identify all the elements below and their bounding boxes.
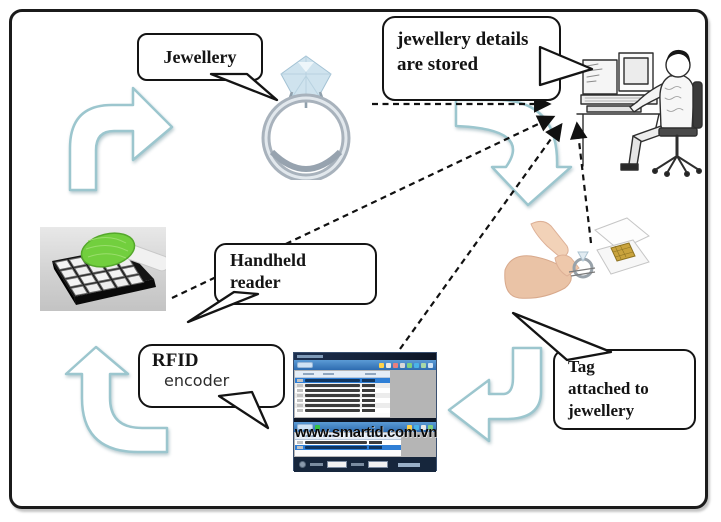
status-input[interactable]: [327, 461, 347, 468]
bubble-line: Tag: [568, 357, 595, 376]
bubble-line: reader: [230, 271, 281, 292]
handheld-reader-icon: [80, 232, 166, 272]
toolbar-icon[interactable]: [393, 362, 398, 368]
table-row[interactable]: [295, 393, 390, 398]
toolbar-icon[interactable]: [414, 424, 419, 430]
window-title-strip: [297, 355, 323, 358]
tag-attachment-photo: [503, 210, 651, 314]
table-row[interactable]: [295, 398, 390, 403]
toolbar-icon[interactable]: [407, 362, 412, 368]
hands-with-ring-and-tag-icon: [503, 210, 651, 314]
software-toolbar-bottom: [294, 422, 436, 432]
bubble-line: attached to: [568, 379, 649, 399]
toolbar-icon[interactable]: [386, 362, 391, 368]
speech-bubble-details-stored: jewellery details are stored: [382, 16, 561, 101]
speech-bubble-jewellery: Jewellery: [137, 33, 263, 81]
panel-divider: [294, 418, 436, 422]
toolbar-icon[interactable]: [379, 362, 384, 368]
software-panel-bottom: [294, 432, 436, 457]
status-text-block: [398, 462, 420, 467]
speech-bubble-handheld-reader: Handheld reader: [214, 243, 377, 305]
status-input[interactable]: [368, 461, 388, 468]
table-row[interactable]: [295, 388, 390, 393]
diamond-ring-icon: [261, 55, 351, 183]
toolbar-icons: [379, 362, 433, 368]
tag-tray-photo: [40, 227, 166, 311]
table-row[interactable]: [295, 383, 390, 388]
person-at-computer-icon: [576, 49, 703, 177]
speech-bubble-rfid-encoder: RFID encoder: [138, 344, 285, 408]
toolbar-icon[interactable]: [414, 362, 419, 368]
rfid-software-screenshot: www.smartid.com.vn: [293, 352, 438, 472]
status-field-label: [351, 463, 364, 466]
rfid-tray-and-reader-icon: [40, 227, 166, 311]
toolbar-icon[interactable]: [400, 362, 405, 368]
toolbar-icon[interactable]: [407, 424, 412, 430]
software-panel-top: [294, 370, 436, 418]
table-row[interactable]: [295, 408, 390, 413]
bubble-line: are stored: [397, 54, 479, 76]
check-icon: [315, 424, 320, 430]
write-button[interactable]: [297, 424, 313, 430]
toolbar-icons: [407, 424, 433, 430]
bubble-line: Handheld: [230, 250, 307, 270]
bubble-subtitle: encoder: [164, 371, 230, 390]
operator-photo: [575, 40, 713, 182]
status-field-label: [310, 463, 323, 466]
ring-photo: [252, 48, 360, 183]
software-statusbar: [294, 457, 436, 472]
tag-list-table: [295, 371, 390, 417]
status-indicator-icon: [299, 461, 306, 468]
bubble-line: jewellery details: [397, 29, 529, 50]
toolbar-icon[interactable]: [428, 362, 433, 368]
software-toolbar-top: [294, 360, 436, 370]
speech-bubble-tag-attached: Tag attached to jewellery: [553, 349, 696, 430]
software-titlebar: [294, 353, 436, 360]
bubble-title: RFID: [152, 350, 199, 371]
table-row[interactable]: [295, 445, 401, 450]
write-queue-table: [295, 433, 401, 456]
toolbar-icon[interactable]: [421, 424, 426, 430]
connect-button[interactable]: [297, 362, 313, 368]
table-header: [295, 371, 390, 378]
table-header: [295, 433, 401, 440]
table-row[interactable]: [295, 403, 390, 408]
table-row[interactable]: [295, 378, 390, 383]
toolbar-icon[interactable]: [428, 424, 433, 430]
watermark-url: www.smartid.com.vn: [294, 424, 438, 441]
table-row[interactable]: [295, 440, 401, 445]
toolbar-icon[interactable]: [421, 362, 426, 368]
bubble-label: Jewellery: [163, 46, 237, 67]
bubble-line: jewellery: [568, 401, 635, 421]
